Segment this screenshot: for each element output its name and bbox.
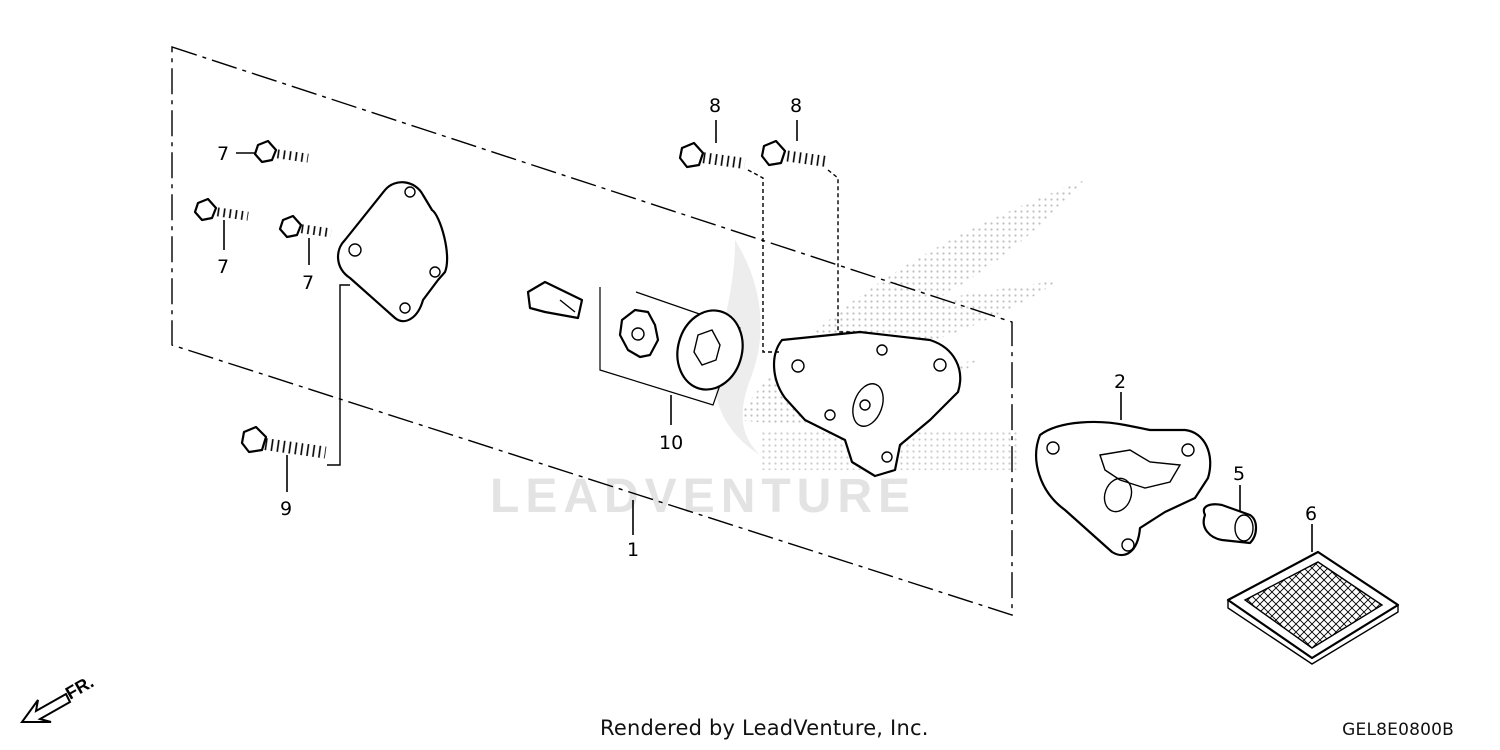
bolt-7-top (253, 139, 309, 164)
gasket-2 (1035, 420, 1212, 557)
callout-1: 1 (627, 539, 639, 561)
pump-body (772, 330, 962, 478)
callout-2: 2 (1114, 371, 1126, 393)
callout-8-left: 8 (709, 95, 721, 117)
leader-lines (223, 120, 1313, 552)
inner-rotor (618, 308, 660, 359)
callout-5: 5 (1233, 463, 1245, 485)
callout-9: 9 (280, 498, 292, 520)
bolt-9 (240, 425, 327, 459)
callout-7-left: 7 (217, 256, 229, 278)
assembly-boundary (171, 46, 1013, 616)
bolt-7-left (193, 197, 249, 222)
outer-rotor (676, 309, 744, 391)
diagram-code: GEL8E0800B (1342, 720, 1454, 740)
callout-8-right: 8 (790, 95, 802, 117)
front-direction-arrow-icon (20, 692, 72, 723)
callout-6: 6 (1305, 503, 1317, 525)
render-credit: Rendered by LeadVenture, Inc. (600, 716, 929, 740)
pump-cover (337, 181, 449, 323)
watermark-text: LEADVENTURE (490, 470, 916, 523)
bolt-8-left (678, 141, 746, 170)
pump-pin (526, 280, 584, 320)
collar-5 (1202, 503, 1258, 545)
bolt-8-right (760, 139, 828, 168)
strainer-6 (1226, 550, 1400, 665)
callout-7-top: 7 (217, 143, 229, 165)
callout-7-middle: 7 (302, 272, 314, 294)
bolt-7-middle (278, 214, 332, 239)
callout-10: 10 (659, 432, 683, 454)
